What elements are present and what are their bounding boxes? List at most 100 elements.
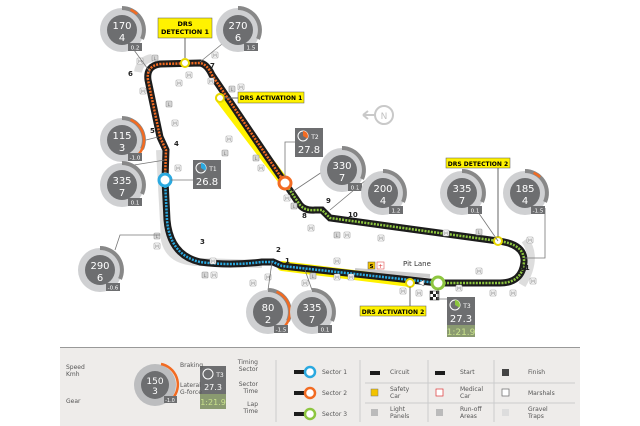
gauge-speed: 330 (332, 161, 351, 172)
svg-text:M: M (209, 79, 213, 85)
marshal-post-icon: M (509, 289, 517, 297)
corner-number: 8 (302, 212, 307, 220)
svg-text:M: M (211, 259, 215, 265)
gauge-gear: 7 (339, 173, 345, 184)
marshal-post-icon: M (153, 242, 161, 250)
run-off-icon (436, 409, 443, 416)
gauge-gear: 4 (119, 33, 125, 44)
gauge-speed: 270 (228, 21, 247, 32)
sector-3-marker (430, 275, 446, 291)
legend-finish: Finish (528, 369, 546, 376)
svg-text:1:21.9: 1:21.9 (200, 398, 226, 407)
svg-text:3: 3 (152, 387, 158, 397)
marshal-post-icon: M (333, 273, 341, 281)
sector-1-marker (157, 172, 173, 188)
marshal-post-icon: M (174, 164, 182, 172)
medical-car-icon (435, 388, 444, 397)
svg-text:DRS ACTIVATION 2: DRS ACTIVATION 2 (362, 309, 425, 316)
marshal-post-icon: M (529, 277, 537, 285)
corner-number: 4 (174, 140, 179, 148)
compass-icon: N (362, 105, 394, 125)
corner-number: 7 (210, 62, 215, 70)
svg-text:L: L (478, 230, 481, 236)
svg-text:M: M (212, 273, 216, 279)
gauge-leader-line (145, 136, 159, 141)
speed-arc (99, 246, 124, 280)
svg-text:DRS DETECTION 2: DRS DETECTION 2 (448, 161, 508, 168)
svg-text:L: L (312, 274, 315, 280)
marshal-post-icon: M (442, 229, 450, 237)
speed-arc (382, 169, 407, 203)
gauge-gear: 4 (522, 196, 528, 207)
svg-text:DRS ACTIVATION 1: DRS ACTIVATION 1 (240, 95, 303, 102)
gauge-leader-line (477, 211, 499, 242)
gauge-leader-line (133, 159, 166, 166)
sector-time: 27.3 (450, 314, 472, 325)
drs-activation-1-label: DRS ACTIVATION 1 (224, 91, 305, 104)
svg-text:M: M (141, 89, 145, 95)
svg-text:M: M (477, 269, 481, 275)
gauge-leader-line (291, 171, 323, 193)
sector-3-stripe (283, 182, 526, 285)
light-panel-icon (371, 409, 378, 416)
drs-activation-2-point (405, 278, 415, 288)
safety-car-icon (370, 388, 379, 397)
svg-text:L: L (231, 87, 234, 93)
sector-2-marker (277, 175, 293, 191)
drs-detection-1-point (180, 58, 190, 68)
gauge-gear: 7 (119, 188, 125, 199)
marshal-post-icon: M (347, 273, 355, 281)
gauge-gear: 7 (309, 315, 315, 326)
pit-lane-label: Pit Lane (403, 260, 431, 268)
gauge-lateral-g: -1.0 (130, 156, 141, 162)
gauge-gear: 2 (265, 315, 271, 326)
legend-sector-markers (294, 365, 317, 421)
svg-text:M: M (239, 85, 243, 91)
svg-text:+: + (378, 263, 383, 270)
svg-text:T3: T3 (215, 372, 224, 379)
svg-text:M: M (177, 81, 181, 87)
marshal-post-icon: M (185, 71, 193, 79)
gauge-lateral-g: 0.1 (351, 186, 360, 192)
svg-text:M: M (349, 275, 353, 281)
svg-text:M: M (531, 279, 535, 285)
corner-number: 2 (276, 246, 281, 254)
legend-sector-1: Sector 1 (322, 369, 348, 376)
gauge-lateral-g: 0.1 (131, 201, 140, 207)
svg-text:M: M (138, 59, 142, 65)
svg-text:L: L (293, 204, 296, 210)
sector-1-stripe (163, 179, 439, 285)
drs-detection-1-label: DRS DETECTION 1 (157, 17, 213, 58)
gauge-gear: 4 (380, 196, 386, 207)
svg-text:M: M (335, 259, 339, 265)
drs-detection-2-label: DRS DETECTION 2 (445, 157, 511, 237)
marshal-post-icon: M (209, 257, 217, 265)
svg-text:M: M (173, 121, 177, 127)
marshal-post-icon: M (307, 224, 315, 232)
svg-text:M: M (379, 236, 383, 242)
marshal-post-icon: M (207, 77, 215, 85)
marshal-post-icon: M (301, 279, 309, 287)
marshal-post-icon: M (175, 79, 183, 87)
svg-text:150: 150 (146, 377, 163, 387)
gauge-leader-line (329, 179, 367, 211)
svg-text:M: M (251, 281, 255, 287)
gauge-leader-line (267, 261, 273, 291)
svg-text:M: M (528, 238, 532, 244)
marshal-post-icon: M (415, 289, 423, 297)
legend-sector-3: Sector 3 (322, 411, 348, 418)
